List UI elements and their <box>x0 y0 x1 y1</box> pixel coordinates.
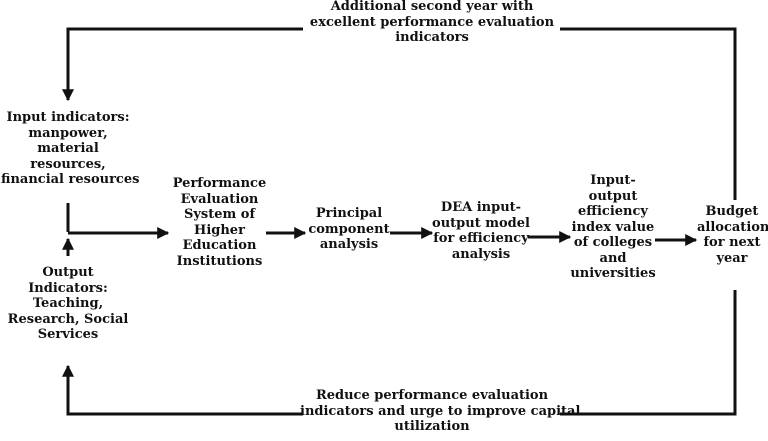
input-indicators-node: Input indicators: manpower, material res… <box>1 110 140 187</box>
top-loop-left-segment <box>62 27 303 102</box>
output-indicators-node: Output Indicators: Teaching, Research, S… <box>7 265 129 342</box>
pca-node: Principal component analysis <box>308 206 390 252</box>
bottom-loop-right-segment <box>560 290 737 416</box>
budget-node: Budget allocation for next year <box>697 204 768 266</box>
top-loop-right-segment <box>560 27 737 200</box>
bottom-loop-left-segment <box>62 364 303 416</box>
top-feedback-label: Additional second year with excellent pe… <box>309 0 555 45</box>
bottom-feedback-label: Reduce performance evaluation indicators… <box>300 388 581 434</box>
efficiency-index-node: Input- output efficiency index value of … <box>570 173 656 281</box>
dea-node: DEA input- output model for efficiency a… <box>432 200 530 262</box>
performance-system-node: Performance Evaluation System of Higher … <box>172 176 267 269</box>
